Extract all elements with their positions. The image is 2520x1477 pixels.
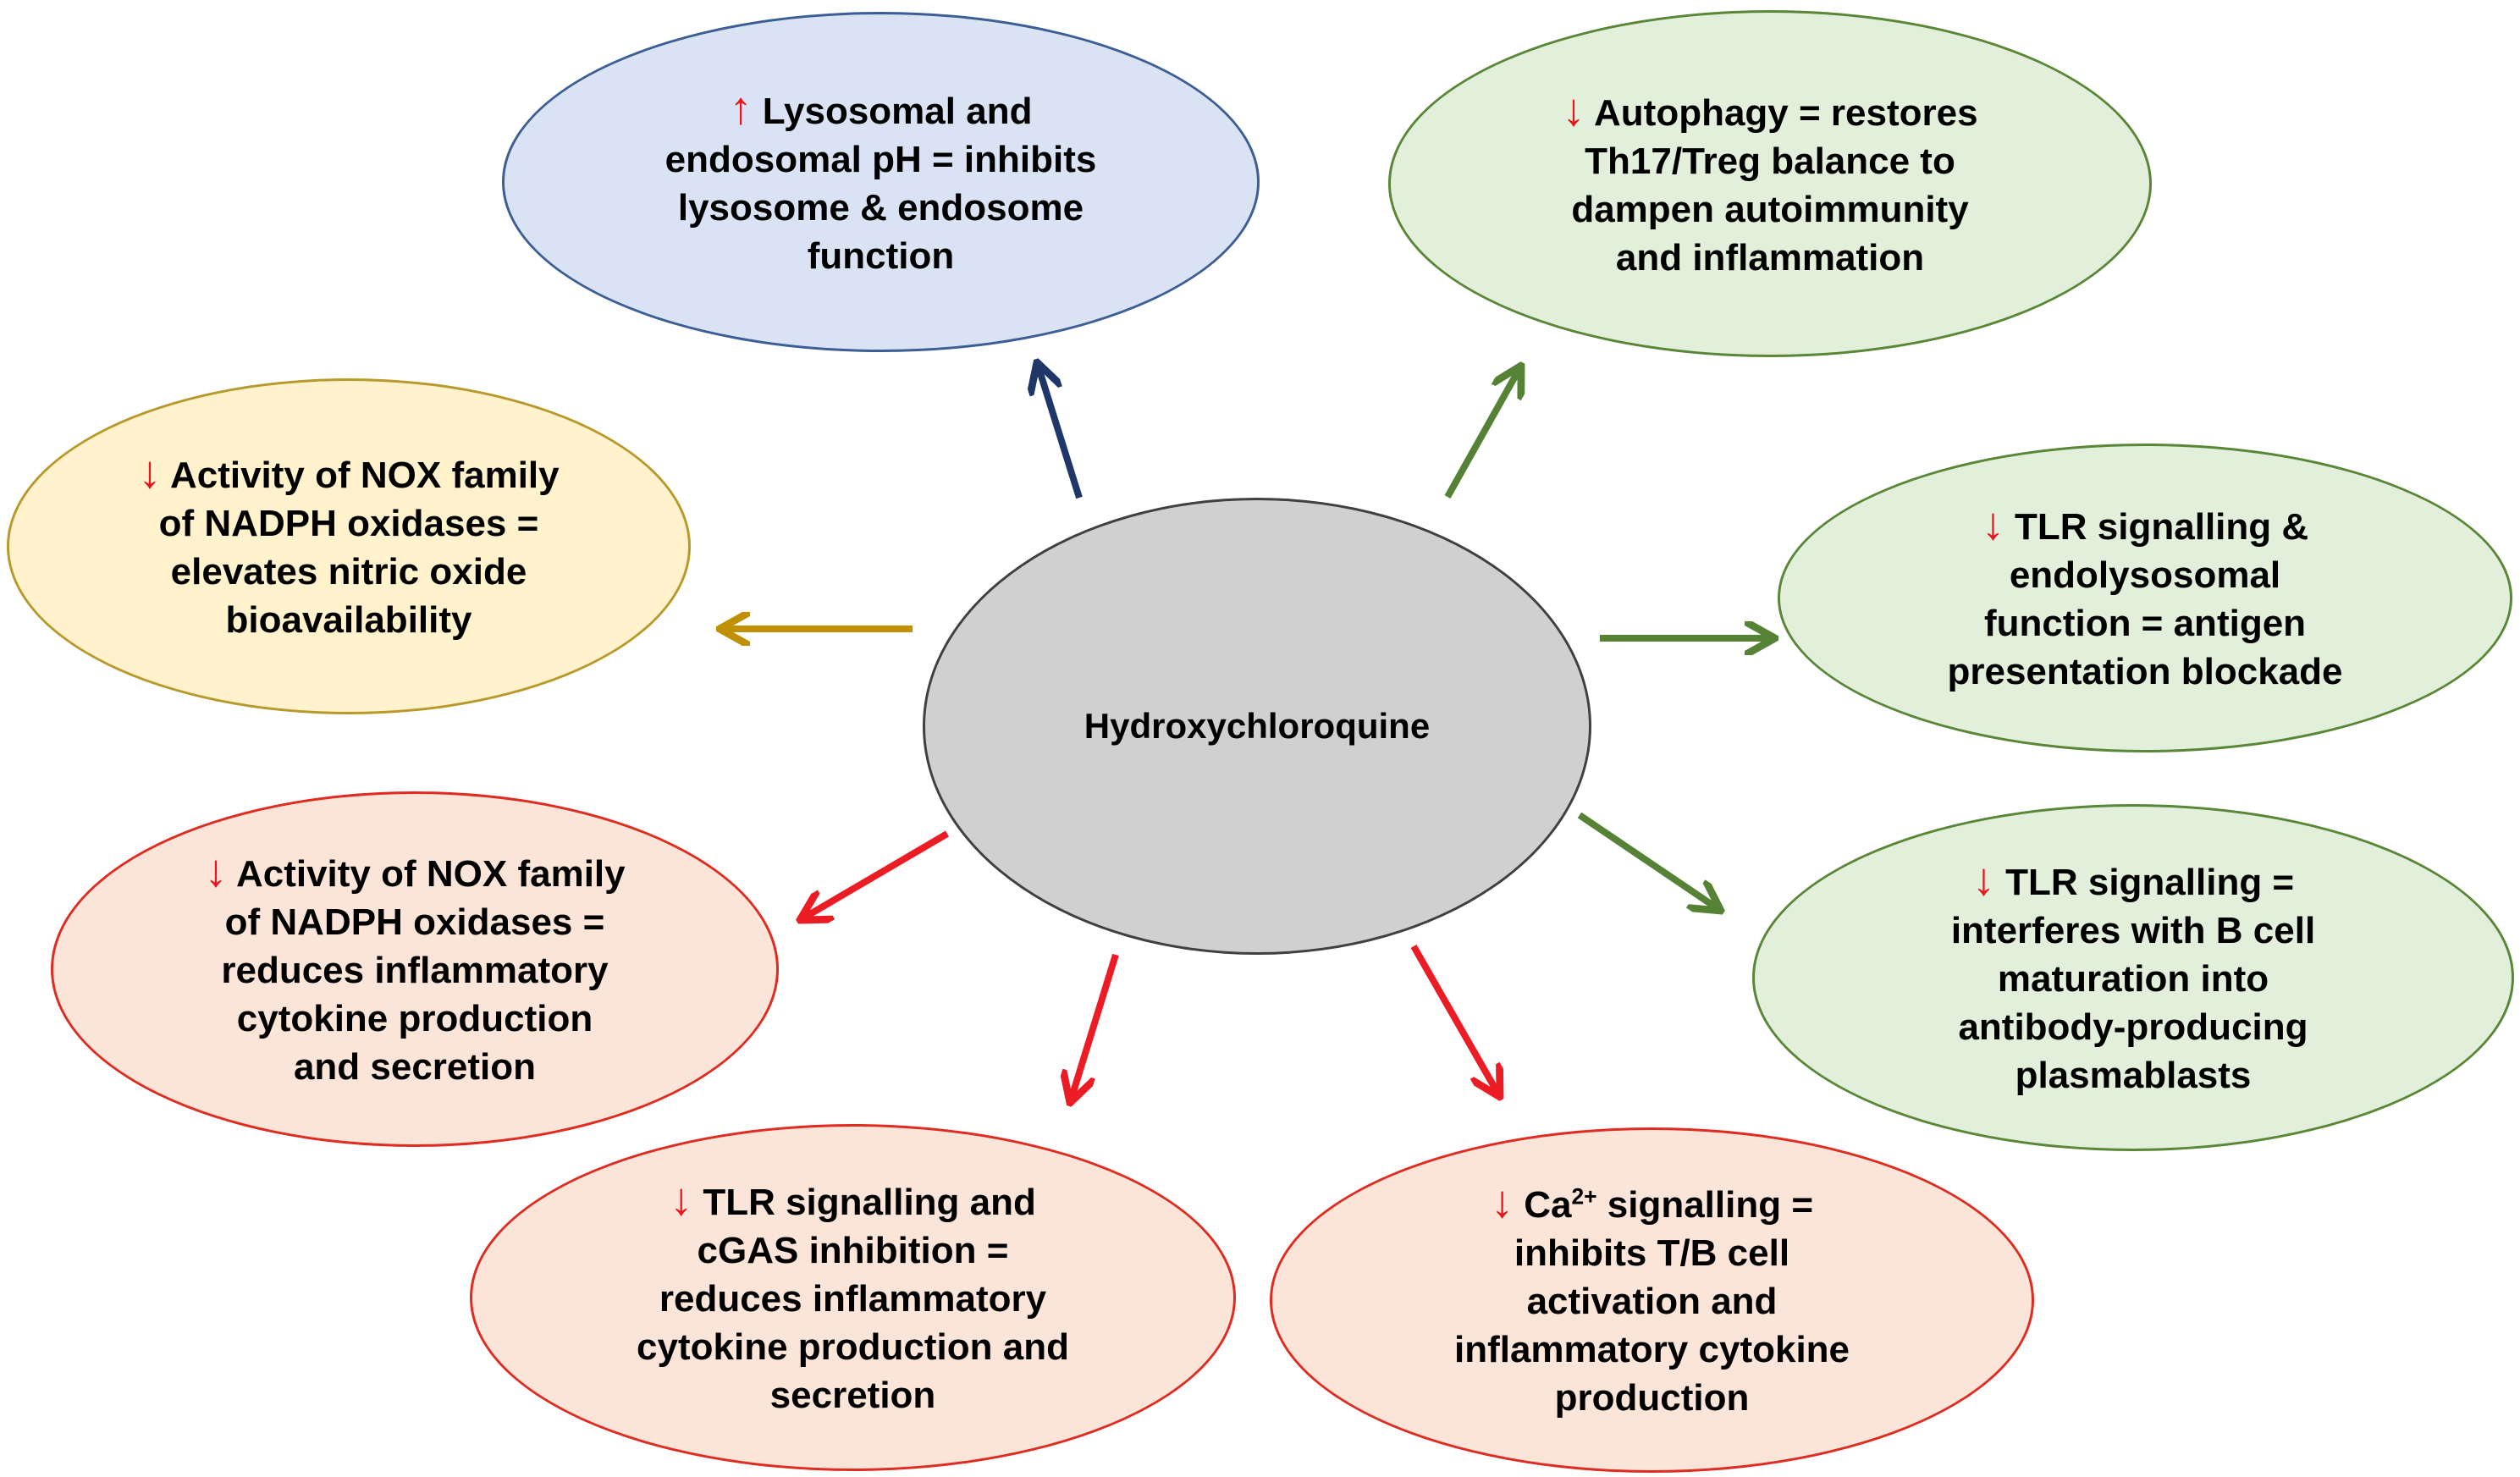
line: function = antigen bbox=[1983, 603, 2307, 644]
line: bioavailability bbox=[225, 599, 472, 641]
line: and secretion bbox=[293, 1046, 537, 1088]
node-nox-cytokine: ↓ Activity of NOX family of NADPH oxidas… bbox=[51, 791, 779, 1147]
line: activation and bbox=[1526, 1281, 1778, 1322]
arrow-to-calcium bbox=[1410, 945, 1500, 1097]
line: cGAS inhibition = bbox=[697, 1230, 1009, 1271]
line: presentation blockade bbox=[1947, 651, 2343, 692]
line: maturation into bbox=[1997, 958, 2269, 1000]
line: ↓ Ca2+ signalling = bbox=[1454, 1178, 1850, 1229]
node-autophagy: ↓ Autophagy = restores Th17/Treg balance… bbox=[1388, 10, 2152, 357]
line: endolysosomal bbox=[2009, 554, 2281, 596]
line: secretion bbox=[769, 1375, 936, 1416]
node-tlr-endolysosomal: ↓ TLR signalling & endolysosomal functio… bbox=[1778, 444, 2512, 752]
line: cytokine production and bbox=[637, 1326, 1069, 1368]
center-label: Hydroxychloroquine bbox=[1084, 706, 1431, 746]
calcium-charge: 2+ bbox=[1571, 1183, 1597, 1210]
line: ↓ Activity of NOX family bbox=[204, 847, 625, 898]
decrease-arrow-icon: ↓ bbox=[1562, 84, 1585, 135]
line: ↓ Activity of NOX family bbox=[138, 449, 559, 499]
line: ↓ TLR signalling and bbox=[637, 1176, 1069, 1226]
node-lysosomal-ph: ↑ Lysosomal and endosomal pH = inhibits … bbox=[502, 12, 1260, 352]
line: of NADPH oxidases = bbox=[158, 503, 539, 544]
arrow-to-tlr-bcell bbox=[1577, 812, 1721, 911]
calcium-suffix: signalling = bbox=[1596, 1184, 1814, 1226]
line: interferes with B cell bbox=[1950, 910, 2316, 951]
line: function bbox=[807, 234, 955, 277]
line: dampen autoimmunity bbox=[1571, 188, 1969, 230]
node-tlr-cgas-text: ↓ TLR signalling and cGAS inhibition = r… bbox=[637, 1176, 1069, 1419]
line: production bbox=[1554, 1377, 1750, 1419]
center-hydroxychloroquine: Hydroxychloroquine bbox=[923, 498, 1591, 955]
node-nox-nitric: ↓ Activity of NOX family of NADPH oxidas… bbox=[7, 378, 691, 714]
arrow-to-autophagy bbox=[1444, 366, 1521, 499]
line: Th17/Treg balance to bbox=[1585, 140, 1955, 182]
line: inflammatory cytokine bbox=[1453, 1329, 1850, 1370]
decrease-arrow-icon: ↓ bbox=[1971, 854, 1995, 905]
line: cytokine production bbox=[236, 998, 593, 1039]
node-lysosomal-ph-text: ↑ Lysosomal and endosomal pH = inhibits … bbox=[664, 82, 1097, 280]
increase-arrow-icon: ↑ bbox=[729, 82, 753, 134]
line: ↓ Autophagy = restores bbox=[1562, 84, 1978, 137]
line: plasmablasts bbox=[2015, 1055, 2252, 1096]
line: ↑ Lysosomal and bbox=[665, 82, 1097, 135]
line-text: TLR signalling & bbox=[2015, 506, 2309, 548]
decrease-arrow-icon: ↓ bbox=[670, 1174, 693, 1225]
node-calcium-text: ↓ Ca2+ signalling = inhibits T/B cell ac… bbox=[1454, 1178, 1850, 1422]
line: ↓ TLR signalling = bbox=[1951, 856, 2315, 907]
decrease-arrow-icon: ↓ bbox=[204, 846, 228, 896]
line: elevates nitric oxide bbox=[170, 551, 527, 592]
decrease-arrow-icon: ↓ bbox=[1490, 1177, 1514, 1227]
node-tlr-cgas: ↓ TLR signalling and cGAS inhibition = r… bbox=[470, 1124, 1236, 1471]
arrow-to-tlr-cgas bbox=[1070, 953, 1119, 1103]
line: endosomal pH = inhibits bbox=[664, 138, 1097, 180]
line: of NADPH oxidases = bbox=[224, 901, 605, 943]
node-tlr-bcell: ↓ TLR signalling = interferes with B cel… bbox=[1752, 804, 2514, 1151]
node-nox-cytokine-text: ↓ Activity of NOX family of NADPH oxidas… bbox=[204, 847, 625, 1091]
node-tlr-endolysosomal-text: ↓ TLR signalling & endolysosomal functio… bbox=[1947, 500, 2342, 696]
node-autophagy-text: ↓ Autophagy = restores Th17/Treg balance… bbox=[1562, 84, 1978, 282]
line: and inflammation bbox=[1615, 236, 1925, 278]
line: antibody-producing bbox=[1958, 1006, 2308, 1048]
node-nox-nitric-text: ↓ Activity of NOX family of NADPH oxidas… bbox=[138, 449, 559, 644]
arrow-to-nox-cytokine bbox=[800, 830, 950, 920]
line: lysosome & endosome bbox=[677, 186, 1084, 229]
line: ↓ TLR signalling & bbox=[1947, 500, 2342, 551]
arrow-to-lysosomal-ph bbox=[1037, 362, 1083, 499]
line-text: Lysosomal and bbox=[762, 90, 1033, 132]
line: reduces inflammatory bbox=[221, 950, 609, 991]
line-text: Activity of NOX family bbox=[235, 853, 626, 895]
line-text: Activity of NOX family bbox=[169, 455, 560, 496]
node-calcium: ↓ Ca2+ signalling = inhibits T/B cell ac… bbox=[1270, 1127, 2034, 1473]
calcium-label: Ca bbox=[1524, 1184, 1572, 1226]
line-text: TLR signalling = bbox=[2005, 862, 2295, 903]
line: inhibits T/B cell bbox=[1514, 1232, 1790, 1274]
line-text: TLR signalling and bbox=[703, 1182, 1036, 1223]
node-tlr-bcell-text: ↓ TLR signalling = interferes with B cel… bbox=[1951, 856, 2315, 1099]
line: reduces inflammatory bbox=[659, 1278, 1047, 1320]
line-text: Autophagy = restores bbox=[1594, 91, 1978, 134]
decrease-arrow-icon: ↓ bbox=[138, 447, 162, 498]
decrease-arrow-icon: ↓ bbox=[1981, 499, 2004, 549]
